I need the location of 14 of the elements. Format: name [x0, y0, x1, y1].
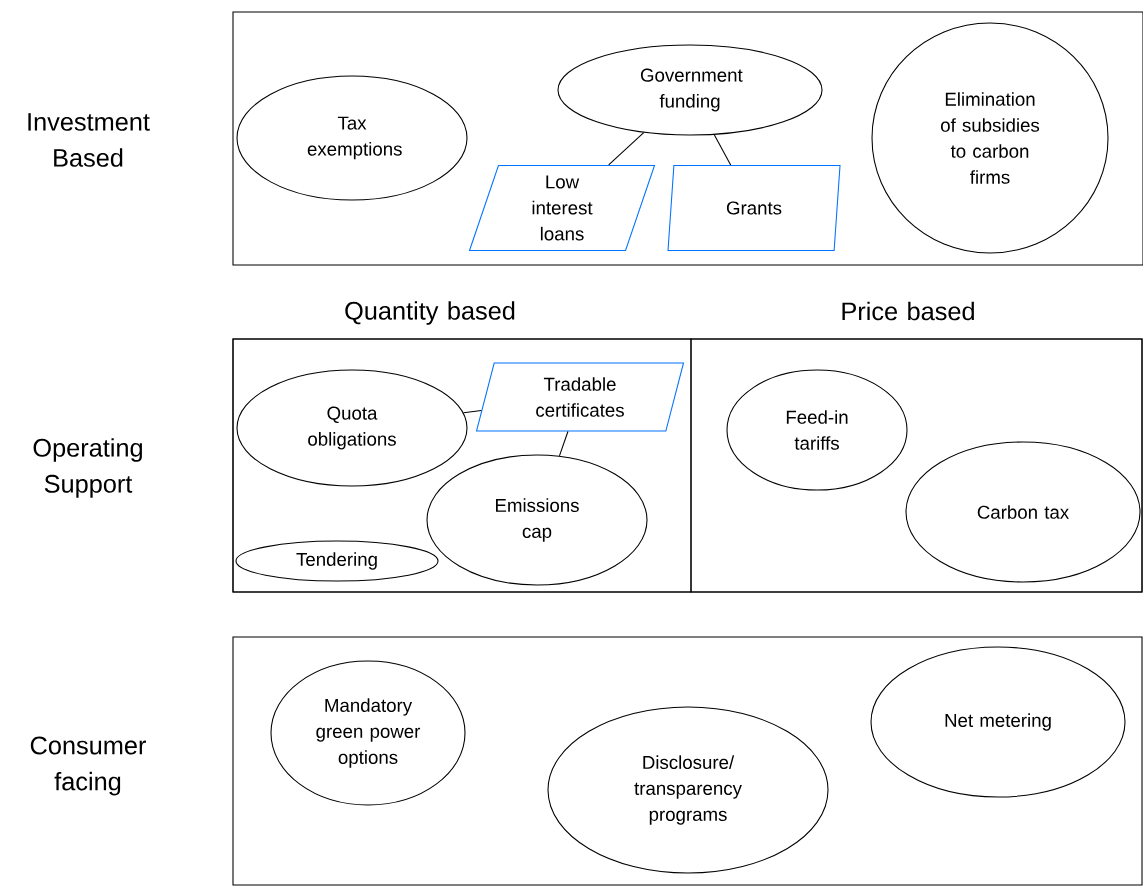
node-label: Quantity based [345, 301, 515, 325]
section-box [232, 636, 1143, 886]
node-label: Price based [842, 301, 974, 321]
parallelogram: Tradable certificates [475, 362, 685, 432]
row-label: Operating Support [33, 438, 142, 498]
row-label: Consumer facing [30, 736, 146, 796]
section-box [232, 11, 1143, 266]
connector-line [463, 409, 482, 414]
connector-line [608, 132, 645, 166]
parallelogram: Low interest loans [468, 164, 656, 252]
row-label: Investment Based [28, 113, 150, 167]
connector-line [713, 134, 732, 166]
connector-line [558, 431, 569, 457]
parallelogram: Grants [667, 164, 841, 252]
